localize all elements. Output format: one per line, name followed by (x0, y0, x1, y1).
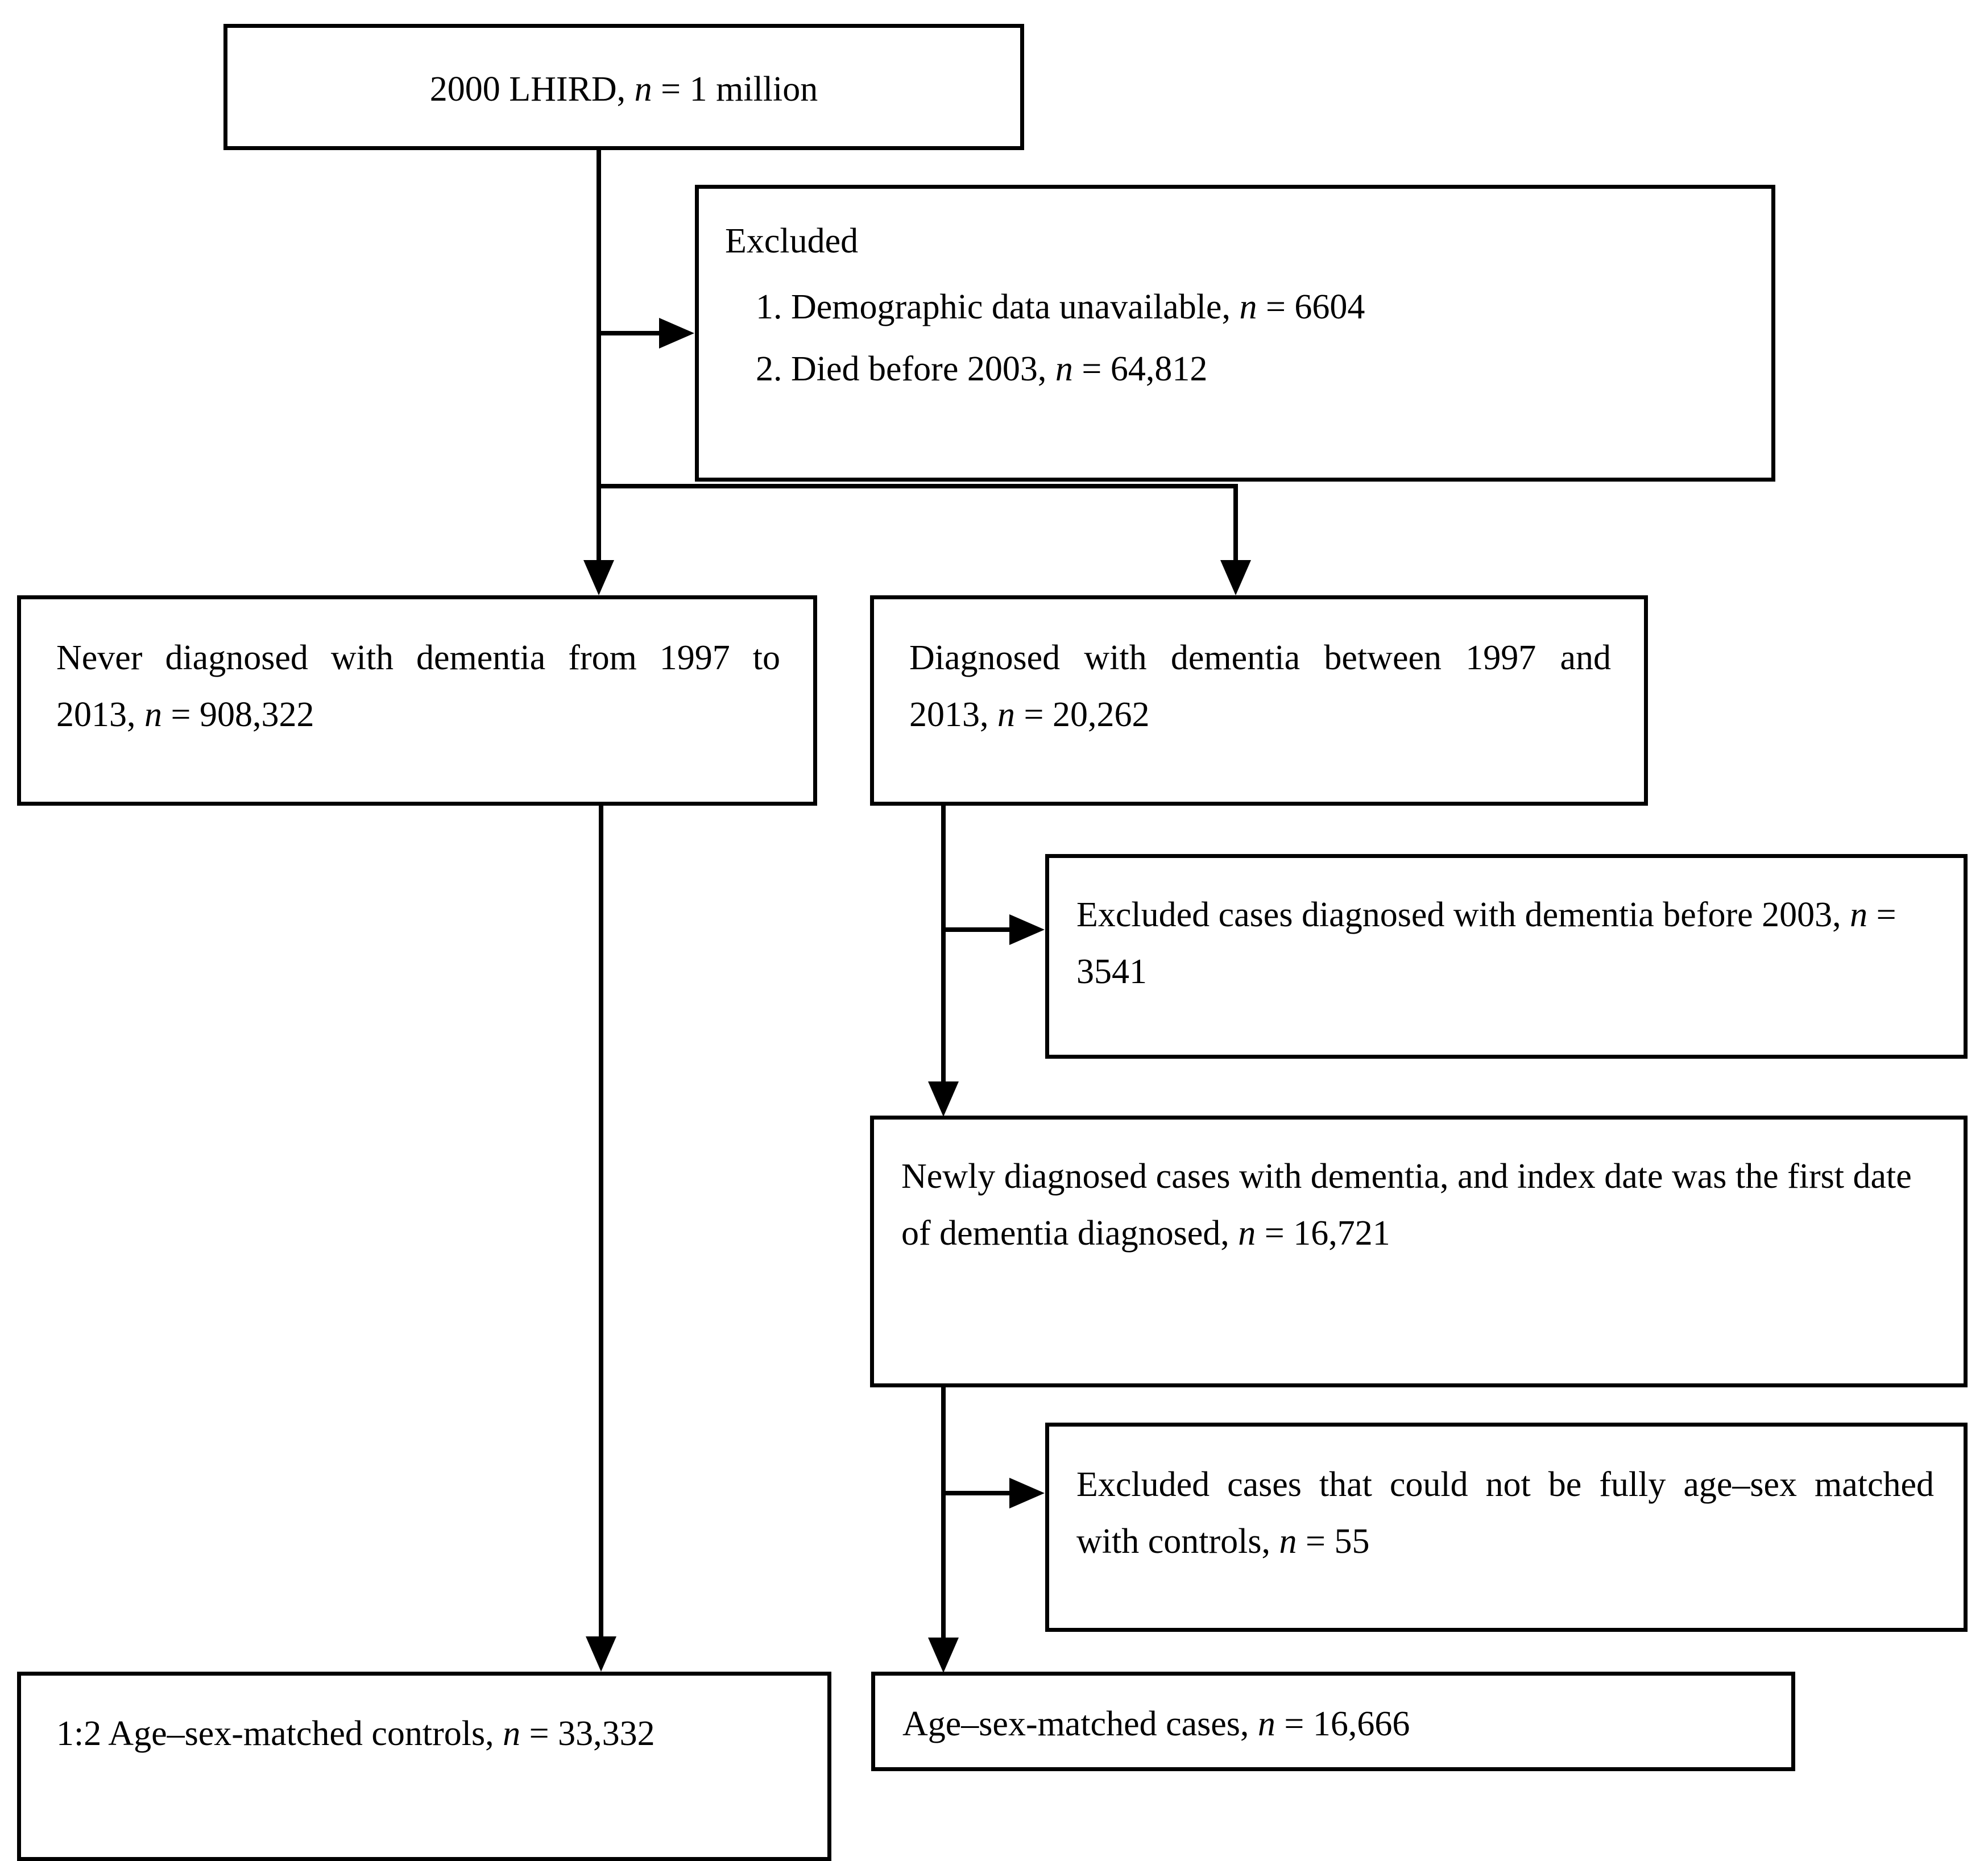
excluded-before-2003-text: Excluded cases diagnosed with dementia b… (1049, 858, 1964, 1001)
edge-to-diagnosed-dementia-line (1233, 484, 1238, 563)
edge-to-never-diagnosed-line (597, 484, 601, 563)
matched-controls-line-1: 1:2 Age–sex-matched controls, (56, 1714, 503, 1753)
source-cohort-n-symbol: n (634, 70, 652, 109)
never-diagnosed-n-symbol: n (144, 695, 162, 735)
never-diagnosed-text: Never diagnosed with dementia from 1997 … (21, 599, 813, 744)
diagnosed-with-dementia-text: Diagnosed with dementia between 1997 and… (874, 599, 1644, 744)
newly-diagnosed-text: Newly diagnosed cases with dementia, and… (874, 1120, 1964, 1262)
edge-split-bar (597, 484, 1238, 488)
edge-diagnosed-to-excluded-2003-line (941, 927, 1009, 932)
matched-cases-line-1: Age–sex-matched cases, (902, 1705, 1258, 1743)
matched-controls-n-equals: = (520, 1714, 549, 1753)
edge-newly-diagnosed-to-matched-cases-arrowhead (928, 1638, 959, 1673)
newly-diagnosed-n-equals: = (1256, 1214, 1285, 1253)
edge-diagnosed-to-excluded-2003-arrowhead (1009, 914, 1045, 945)
excluded-before-2003-line-1: Excluded cases diagnosed with dementia (1076, 896, 1654, 934)
diagnosed-with-dementia-n-value: = 20,262 (1015, 695, 1150, 735)
excluded-initial-item-2-n-value: = 64,812 (1072, 349, 1208, 388)
edge-never-diagnosed-to-matched-controls-line (599, 806, 603, 1638)
never-diagnosed-line-1: Never diagnosed with dementia (56, 639, 546, 677)
excluded-initial-item-1-n-symbol: n (1239, 288, 1257, 327)
edge-never-diagnosed-to-matched-controls-arrowhead (586, 1636, 616, 1672)
excluded-unmatched-line-1: Excluded cases that could not be fully (1076, 1465, 1666, 1504)
excluded-initial-heading-text: Excluded (725, 222, 859, 260)
node-source-cohort-text: 2000 LHIRD, n = 1 million (227, 28, 1020, 118)
edge-newly-diagnosed-to-matched-cases-line (941, 1387, 946, 1640)
excluded-initial-item-1-label: 1. Demographic data unavailable, (756, 288, 1240, 327)
excluded-unmatched-n-value: = 55 (1297, 1522, 1370, 1561)
node-newly-diagnosed-cases: Newly diagnosed cases with dementia, and… (870, 1116, 1968, 1387)
node-matched-cases: Age–sex-matched cases, n = 16,666 (871, 1672, 1795, 1771)
diagnosed-with-dementia-line-2: between 1997 and 2013, (909, 639, 1612, 735)
diagnosed-with-dementia-line-1: Diagnosed with dementia (909, 639, 1301, 677)
source-cohort-label: 2000 LHIRD, (429, 70, 635, 109)
node-excluded-cases-before-2003: Excluded cases diagnosed with dementia b… (1045, 854, 1968, 1059)
never-diagnosed-n-value: = 908,322 (162, 695, 314, 735)
edge-diagnosed-to-newly-diagnosed-arrowhead (928, 1081, 959, 1117)
edge-newly-diagnosed-to-excluded-unmatched-arrowhead (1009, 1478, 1045, 1508)
excluded-before-2003-n-symbol: n (1850, 896, 1868, 934)
edge-to-diagnosed-dementia-arrowhead (1220, 560, 1251, 595)
edge-newly-diagnosed-to-excluded-unmatched-line (941, 1491, 1009, 1495)
excluded-before-2003-line-2: before 2003, (1663, 896, 1850, 934)
node-matched-controls: 1:2 Age–sex-matched controls, n = 33,332 (17, 1672, 831, 1861)
excluded-initial-item-2-n-symbol: n (1055, 349, 1073, 388)
excluded-unmatched-line-2: age–sex matched with controls, (1076, 1465, 1934, 1561)
excluded-initial-item-2-label: 2. Died before 2003, (756, 349, 1055, 388)
edge-to-never-diagnosed-arrowhead (583, 560, 614, 595)
matched-controls-text: 1:2 Age–sex-matched controls, n = 33,332 (21, 1676, 827, 1762)
newly-diagnosed-line-3: 16,721 (1293, 1214, 1390, 1253)
node-excluded-initial: Excluded 1. Demographic data unavailable… (695, 185, 1775, 482)
node-never-diagnosed-with-dementia: Never diagnosed with dementia from 1997 … (17, 595, 817, 806)
excluded-initial-item-1-n-value: = 6604 (1257, 288, 1365, 327)
newly-diagnosed-n-symbol: n (1238, 1214, 1256, 1253)
newly-diagnosed-line-2: date was the first date of dementia diag… (901, 1157, 1912, 1253)
source-cohort-n-value: = 1 million (652, 70, 818, 109)
matched-cases-text: Age–sex-matched cases, n = 16,666 (875, 1676, 1791, 1752)
newly-diagnosed-line-1: Newly diagnosed cases with dementia, and… (901, 1157, 1596, 1196)
never-diagnosed-line-2: from 1997 to 2013, (56, 639, 781, 735)
matched-controls-n-symbol: n (503, 1714, 521, 1753)
node-source-cohort: 2000 LHIRD, n = 1 million (223, 24, 1024, 150)
excluded-before-2003-n-value: = 3541 (1076, 896, 1896, 992)
excluded-initial-item-2: 2. Died before 2003, n = 64,812 (699, 336, 1771, 397)
node-excluded-cases-unmatched: Excluded cases that could not be fully a… (1045, 1423, 1968, 1632)
excluded-unmatched-n-symbol: n (1279, 1522, 1297, 1561)
excluded-initial-heading: Excluded (699, 189, 1771, 270)
excluded-initial-item-1: 1. Demographic data unavailable, n = 660… (699, 270, 1771, 335)
matched-cases-n-symbol: n (1257, 1705, 1275, 1743)
matched-controls-line-2: 33,332 (558, 1714, 655, 1753)
edge-source-to-excluded-initial-arrowhead (659, 318, 694, 349)
matched-cases-n-value: = 16,666 (1275, 1705, 1410, 1743)
node-diagnosed-with-dementia: Diagnosed with dementia between 1997 and… (870, 595, 1648, 806)
diagnosed-with-dementia-n-symbol: n (997, 695, 1015, 735)
edge-source-trunk (597, 150, 601, 488)
excluded-unmatched-text: Excluded cases that could not be fully a… (1049, 1427, 1964, 1570)
edge-diagnosed-to-newly-diagnosed-line (941, 806, 946, 1083)
edge-source-to-excluded-initial-line (597, 331, 659, 335)
